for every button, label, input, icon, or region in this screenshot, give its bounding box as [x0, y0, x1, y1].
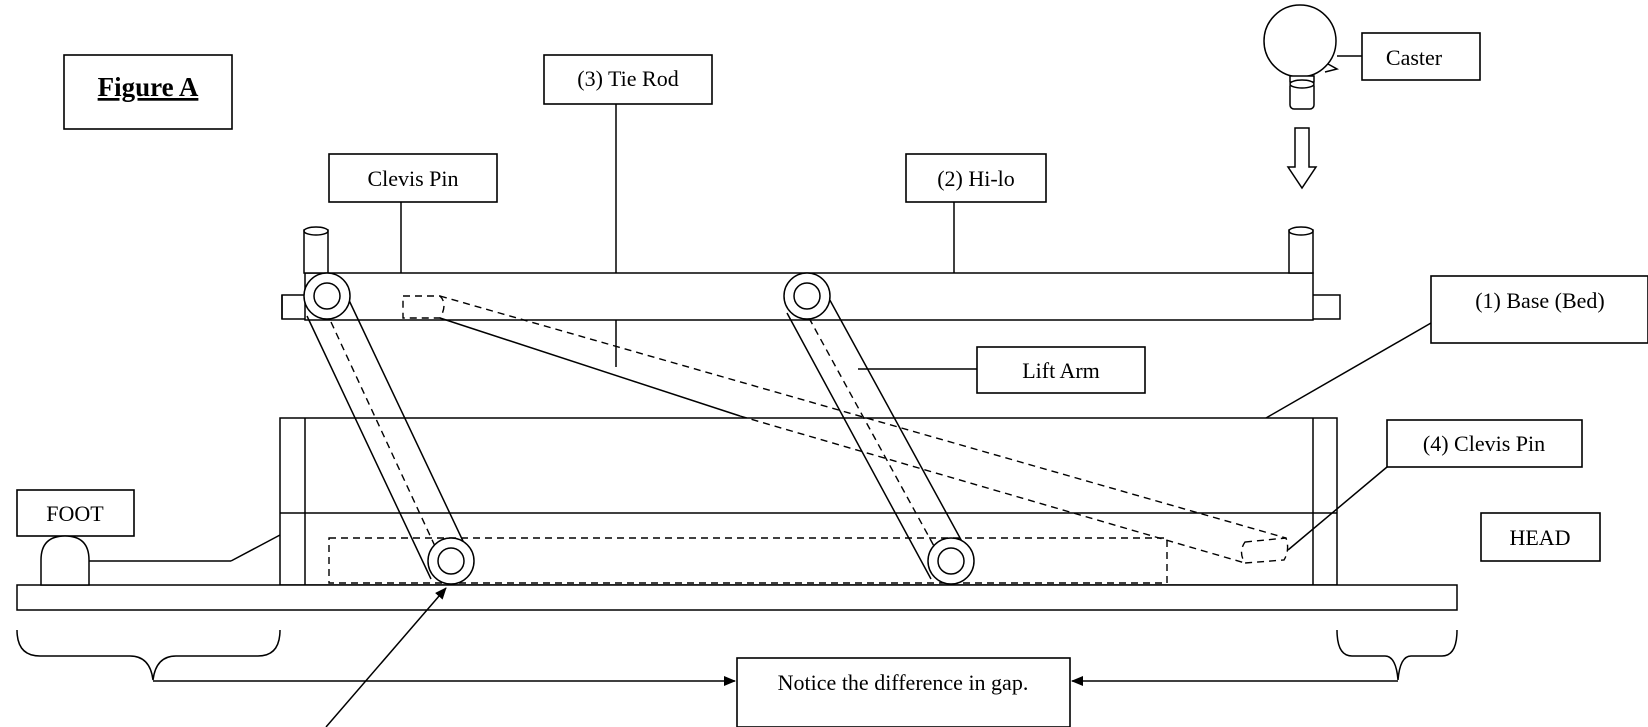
pivot-pointer-arrow	[325, 587, 447, 727]
caster-group: Caster	[1263, 4, 1481, 190]
gap-note-callout: Notice the difference in gap.	[153, 657, 1398, 727]
caster-label: Caster	[1386, 45, 1443, 70]
lift-arm-left	[303, 272, 475, 585]
lift-arm-label: Lift Arm	[1022, 358, 1100, 383]
caster-wheel-icon	[1263, 4, 1340, 110]
lift-arm-callout: Lift Arm	[858, 346, 1146, 394]
foot-label: FOOT	[46, 501, 104, 526]
base-bed-callout: (1) Base (Bed)	[1265, 275, 1648, 419]
lift-arm-right	[783, 272, 975, 585]
head-label: HEAD	[1509, 525, 1570, 550]
tie-rod-label: (3) Tie Rod	[577, 66, 678, 91]
hi-lo-label: (2) Hi-lo	[937, 166, 1015, 191]
head-callout: HEAD	[1480, 512, 1601, 562]
gap-note-label: Notice the difference in gap.	[778, 670, 1029, 695]
hi-lo-callout: (2) Hi-lo	[905, 153, 1047, 273]
clevis-pin-4-label: (4) Clevis Pin	[1423, 431, 1545, 456]
clevis-pin-4-callout: (4) Clevis Pin	[1287, 419, 1583, 551]
clevis-pin-top-callout: Clevis Pin	[328, 153, 498, 306]
foot-callout: FOOT	[16, 489, 281, 586]
tie-rod-callout: (3) Tie Rod	[543, 54, 713, 367]
clevis-pin-top-label: Clevis Pin	[367, 166, 458, 191]
foot-bump	[40, 535, 90, 586]
figure-title: Figure A	[98, 72, 199, 102]
base-bed-label: (1) Base (Bed)	[1475, 288, 1605, 313]
tie-rod	[402, 295, 1289, 564]
gap-brace-left	[16, 629, 281, 681]
base-frame	[16, 417, 1458, 611]
figure-title-box: Figure A	[63, 54, 233, 130]
down-arrow-icon	[1286, 127, 1318, 190]
gap-brace-right	[1336, 629, 1458, 681]
